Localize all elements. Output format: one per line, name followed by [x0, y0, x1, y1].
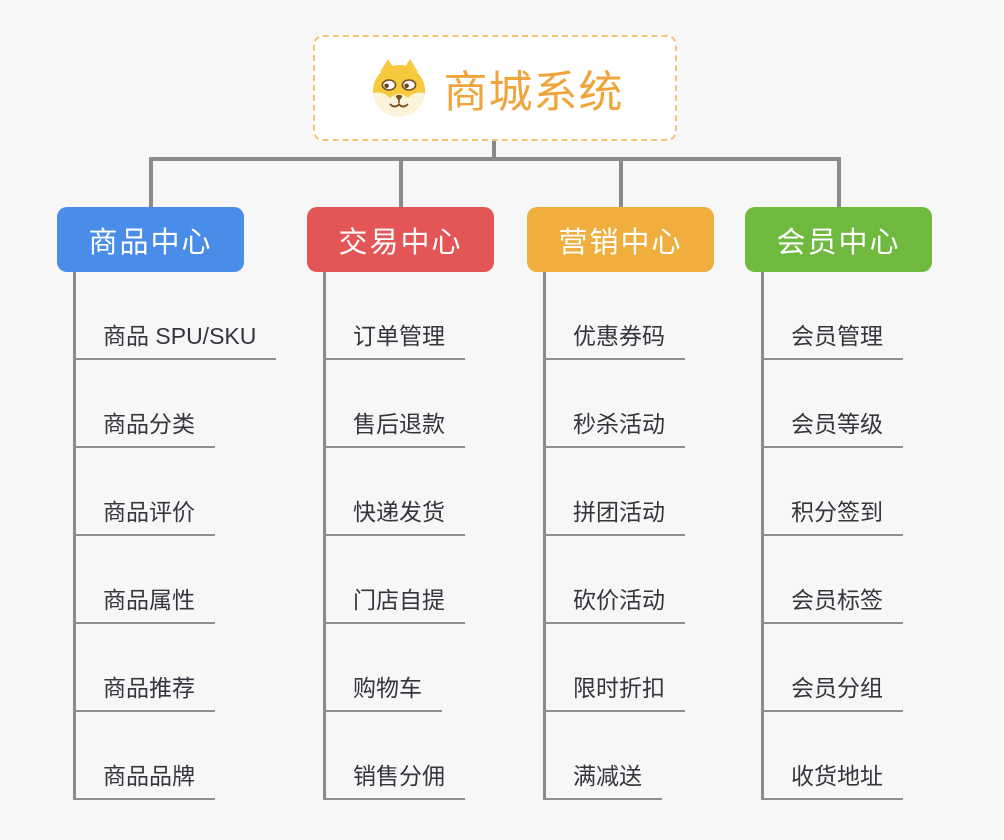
child-topic[interactable]: 商品属性: [73, 581, 215, 624]
child-topic[interactable]: 收货地址: [761, 757, 903, 800]
child-topic-row: 会员分组: [761, 624, 932, 712]
child-topic[interactable]: 砍价活动: [543, 581, 685, 624]
child-topic-row: 优惠券码: [543, 272, 714, 360]
child-topic[interactable]: 会员标签: [761, 581, 903, 624]
child-topic-row: 商品属性: [73, 536, 244, 624]
child-topic-row: 商品 SPU/SKU: [73, 272, 277, 360]
child-topic[interactable]: 快递发货: [323, 493, 465, 536]
child-topic-row: 会员管理: [761, 272, 932, 360]
branch-node-trade-center[interactable]: 交易中心: [307, 207, 494, 272]
connector-root-stem: [492, 141, 496, 161]
child-topic-row: 商品推荐: [73, 624, 244, 712]
branch-node-marketing-center[interactable]: 营销中心: [527, 207, 714, 272]
child-topic-row: 收货地址: [761, 712, 932, 800]
child-topic[interactable]: 满减送: [543, 757, 662, 800]
child-topic[interactable]: 限时折扣: [543, 669, 685, 712]
child-topic[interactable]: 商品评价: [73, 493, 215, 536]
child-topic[interactable]: 会员分组: [761, 669, 903, 712]
child-topic[interactable]: 商品品牌: [73, 757, 215, 800]
child-topic[interactable]: 门店自提: [323, 581, 465, 624]
child-topic-row: 限时折扣: [543, 624, 714, 712]
child-topic[interactable]: 商品推荐: [73, 669, 215, 712]
shiba-dog-icon: [372, 59, 425, 117]
child-topic-row: 门店自提: [323, 536, 494, 624]
child-topic[interactable]: 商品 SPU/SKU: [73, 317, 277, 360]
connector-drop-trade: [399, 157, 403, 207]
child-topic[interactable]: 秒杀活动: [543, 405, 685, 448]
branch-trade-center: 交易中心 订单管理 售后退款 快递发货 门店自提 购物车 销售分佣: [307, 207, 494, 800]
branch-children-marketing-center: 优惠券码 秒杀活动 拼团活动 砍价活动 限时折扣 满减送: [543, 272, 714, 800]
child-topic-row: 购物车: [323, 624, 494, 712]
child-topic[interactable]: 会员管理: [761, 317, 903, 360]
child-topic[interactable]: 积分签到: [761, 493, 903, 536]
branch-marketing-center: 营销中心 优惠券码 秒杀活动 拼团活动 砍价活动 限时折扣 满减送: [527, 207, 714, 800]
child-topic[interactable]: 优惠券码: [543, 317, 685, 360]
child-topic[interactable]: 订单管理: [323, 317, 465, 360]
branch-children-trade-center: 订单管理 售后退款 快递发货 门店自提 购物车 销售分佣: [323, 272, 494, 800]
connector-drop-product: [149, 157, 153, 207]
child-topic-row: 拼团活动: [543, 448, 714, 536]
child-topic[interactable]: 拼团活动: [543, 493, 685, 536]
branch-node-member-center[interactable]: 会员中心: [745, 207, 932, 272]
child-topic-row: 满减送: [543, 712, 714, 800]
child-topic[interactable]: 售后退款: [323, 405, 465, 448]
branch-product-center: 商品中心 商品 SPU/SKU 商品分类 商品评价 商品属性 商品推荐 商品品牌: [57, 207, 277, 800]
connector-drop-marketing: [619, 157, 623, 207]
root-node[interactable]: 商城系统: [313, 35, 677, 141]
connector-drop-member: [837, 157, 841, 207]
child-topic-row: 积分签到: [761, 448, 932, 536]
child-topic-row: 售后退款: [323, 360, 494, 448]
child-topic-row: 快递发货: [323, 448, 494, 536]
child-topic[interactable]: 购物车: [323, 669, 442, 712]
branch-children-product-center: 商品 SPU/SKU 商品分类 商品评价 商品属性 商品推荐 商品品牌: [73, 272, 277, 800]
child-topic-row: 销售分佣: [323, 712, 494, 800]
root-node-title: 商城系统: [443, 68, 624, 117]
child-topic-row: 商品评价: [73, 448, 244, 536]
branch-member-center: 会员中心 会员管理 会员等级 积分签到 会员标签 会员分组 收货地址: [745, 207, 932, 800]
child-topic-row: 商品分类: [73, 360, 244, 448]
child-topic[interactable]: 商品分类: [73, 405, 215, 448]
child-topic-row: 订单管理: [323, 272, 494, 360]
child-topic-row: 会员标签: [761, 536, 932, 624]
branch-node-product-center[interactable]: 商品中心: [57, 207, 244, 272]
child-topic-row: 秒杀活动: [543, 360, 714, 448]
branch-children-member-center: 会员管理 会员等级 积分签到 会员标签 会员分组 收货地址: [761, 272, 932, 800]
child-topic-row: 会员等级: [761, 360, 932, 448]
child-topic-row: 商品品牌: [73, 712, 244, 800]
child-topic-row: 砍价活动: [543, 536, 714, 624]
child-topic[interactable]: 会员等级: [761, 405, 903, 448]
connector-horizontal-bar: [149, 157, 841, 161]
child-topic[interactable]: 销售分佣: [323, 757, 465, 800]
